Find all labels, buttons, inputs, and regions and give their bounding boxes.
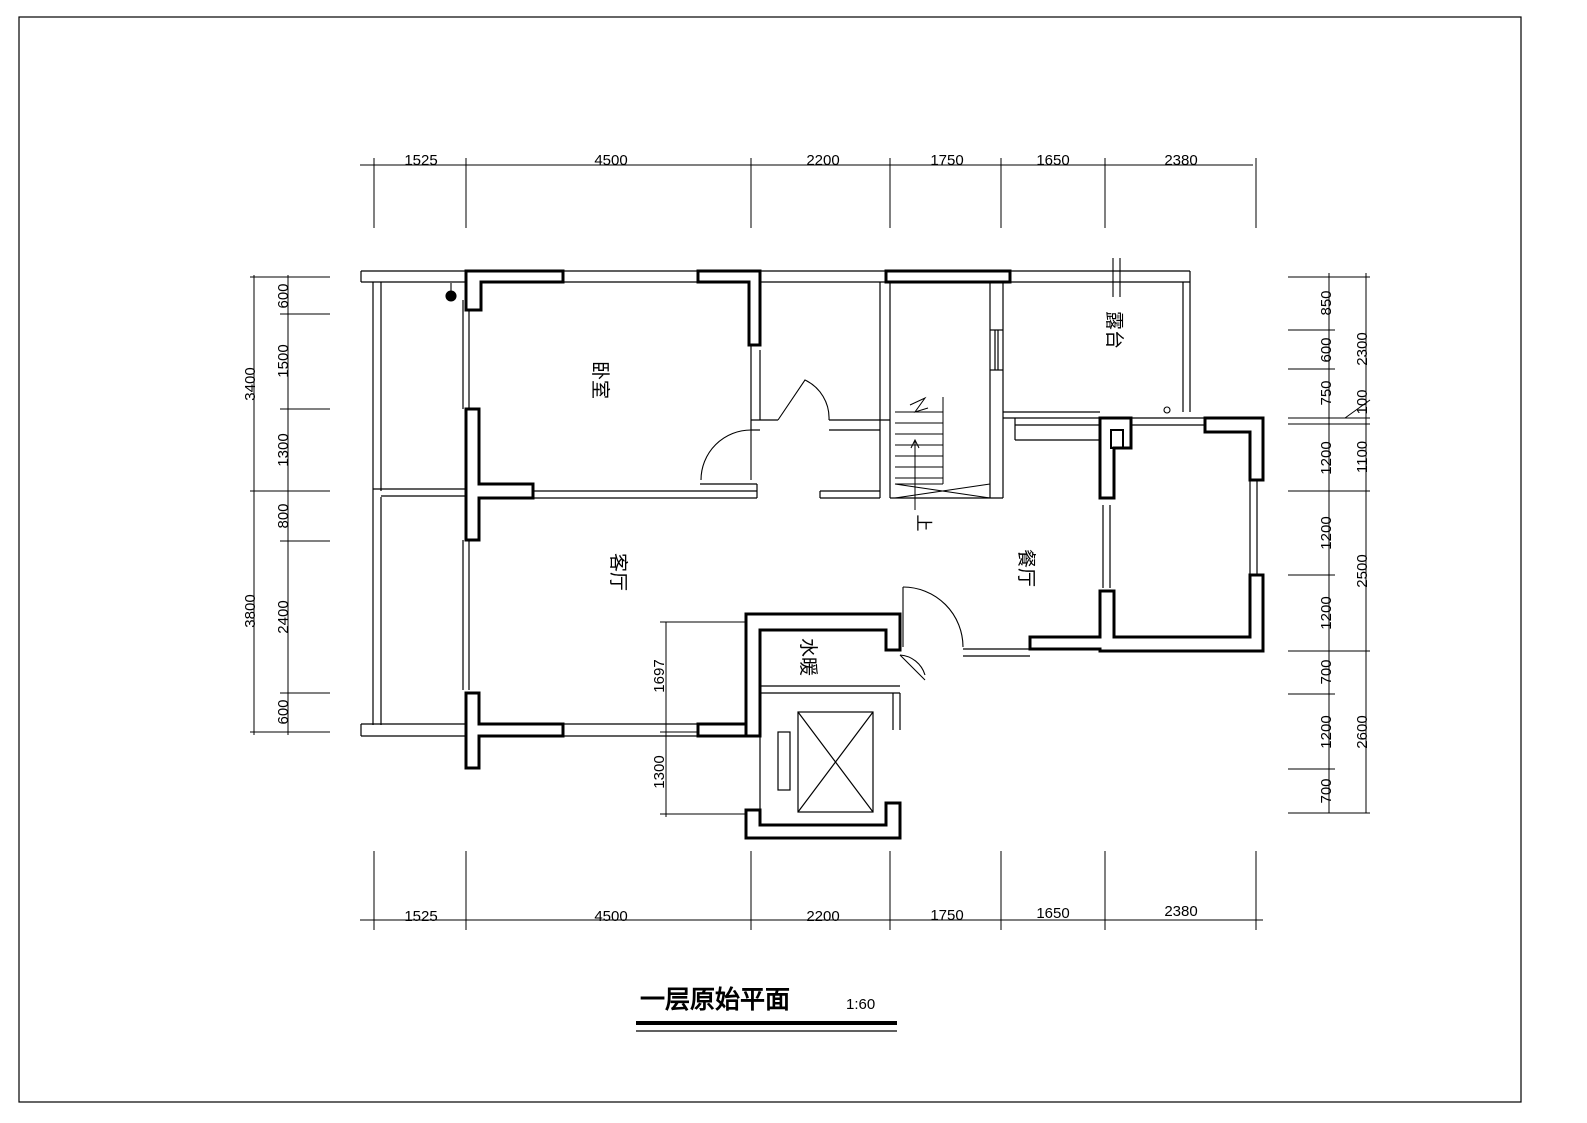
dim-top-5: 1650 (1036, 152, 1069, 169)
drawing-title: 一层原始平面 (640, 985, 790, 1014)
dim-right-inner-8: 1200 (1318, 715, 1335, 748)
label-balcony: 露台 (1103, 311, 1125, 349)
dim-top-1: 1525 (404, 152, 437, 169)
dim-bottom-6: 2380 (1164, 903, 1197, 920)
dim-right-inner-7: 700 (1318, 659, 1335, 684)
thin-walls (360, 270, 1258, 813)
dim-left-outer-1: 3400 (242, 367, 259, 400)
dim-bottom-3: 2200 (806, 908, 839, 925)
dim-left-inner-1: 600 (275, 283, 292, 308)
dim-right-inner-2: 600 (1318, 337, 1335, 362)
dim-left-inner-2: 1500 (275, 344, 292, 377)
label-stairs-up: 上 (913, 515, 933, 532)
dim-bottom-1: 1525 (404, 908, 437, 925)
stairs (894, 396, 991, 510)
dim-top-6: 2380 (1164, 152, 1197, 169)
dim-left-inner-3: 1300 (275, 433, 292, 466)
doors (445, 258, 1171, 681)
structural-walls (464, 269, 1265, 840)
dim-bottom-4: 1750 (930, 907, 963, 924)
dim-right-outer-1: 2300 (1354, 332, 1371, 365)
dim-right-inner-3: 750 (1318, 380, 1335, 405)
dim-right-outer-5: 2600 (1354, 715, 1371, 748)
dim-right-outer-3: 1100 (1354, 441, 1371, 473)
dim-right-inner-6: 1200 (1318, 596, 1335, 629)
dim-right-inner-4: 1200 (1318, 441, 1335, 474)
column-detail (1110, 429, 1124, 449)
dim-right-inner-5: 1200 (1318, 516, 1335, 549)
dim-right-inner-1: 850 (1318, 290, 1335, 315)
dim-right-outer-2: 100 (1354, 389, 1371, 414)
dim-left-inner-5: 2400 (275, 600, 292, 633)
sheet-border (18, 16, 1522, 1103)
dim-left-outer-2: 3800 (242, 594, 259, 627)
dim-right-outer-4: 2500 (1354, 554, 1371, 587)
label-water-heating: 水暖 (797, 638, 819, 676)
dim-left-lower-2: 1300 (651, 755, 668, 788)
dim-left-inner-6: 600 (275, 699, 292, 724)
label-bedroom: 卧室 (589, 361, 611, 399)
bottom-dimension-chain (360, 851, 1263, 930)
dim-left-lower-1: 1697 (651, 659, 668, 692)
left-dimension-chain (250, 275, 745, 817)
dim-right-inner-9: 700 (1318, 778, 1335, 803)
label-dining-room: 餐厅 (1015, 549, 1037, 587)
dim-bottom-2: 4500 (594, 908, 627, 925)
dim-left-inner-4: 800 (275, 503, 292, 528)
dim-top-3: 2200 (806, 152, 839, 169)
dim-bottom-5: 1650 (1036, 905, 1069, 922)
dim-top-2: 4500 (594, 152, 627, 169)
drawing-scale: 1:60 (846, 996, 875, 1013)
dim-top-4: 1750 (930, 152, 963, 169)
top-dimension-chain (360, 158, 1257, 228)
right-dimension-chain (1288, 273, 1371, 814)
label-living-room: 客厅 (607, 553, 629, 591)
